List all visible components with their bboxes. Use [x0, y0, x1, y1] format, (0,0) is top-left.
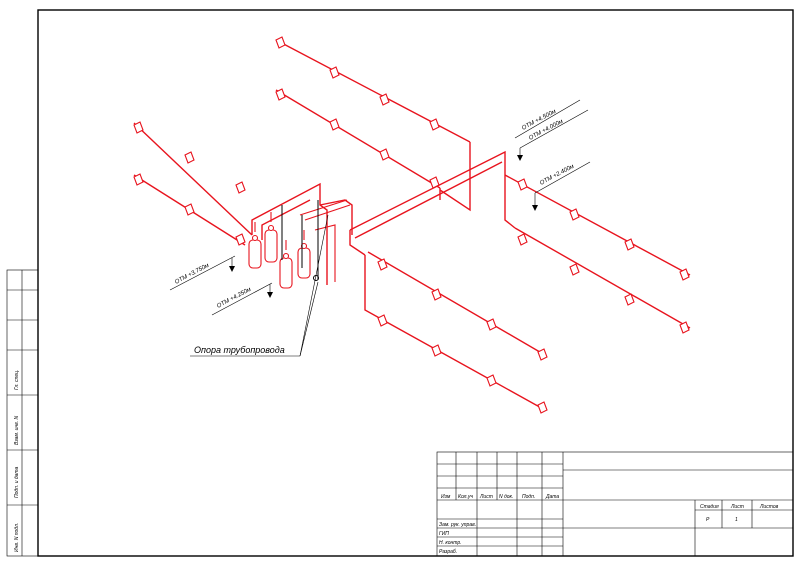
stamp-inv-label: Инв. N подл.	[14, 523, 20, 552]
title-block: Изм Кол.уч Лист N док. Подп. Дата Зам. р…	[436, 451, 794, 557]
hdr-date: Дата	[545, 494, 559, 500]
sheet-header: Лист	[730, 504, 744, 510]
hdr-kolvo: Кол.уч	[458, 494, 473, 500]
hdr-list: Лист	[479, 494, 493, 500]
sheet-frame	[37, 9, 794, 557]
sprinkler-heads	[133, 36, 690, 414]
gas-cylinders	[248, 212, 311, 289]
stage-value: Р	[706, 517, 710, 523]
support-callout: Опора трубопровода	[190, 214, 329, 357]
hdr-sign: Подп.	[522, 494, 535, 500]
elevation-label-4: ОТМ +3.750м	[174, 263, 210, 286]
sheet-value: 1	[735, 517, 738, 523]
side-stamp: Инв. N подл. Подп. и дата Взам. инв. N Г…	[6, 269, 39, 557]
hdr-doc: N док.	[499, 494, 513, 500]
stamp-sign-label: Подп. и дата	[14, 466, 20, 498]
elevation-label-3: ОТМ +2.400м	[539, 164, 575, 187]
stamp-spec-label: Гл. спец.	[14, 370, 20, 390]
elevation-marks: ОТМ +4.500м ОТМ +4.000м ОТМ +2.400м ОТМ …	[169, 99, 591, 316]
stage-header: Стадия	[700, 504, 719, 510]
sheets-header: Листов	[759, 504, 779, 510]
hdr-izm: Изм	[441, 494, 451, 500]
elevation-label-5: ОТМ +4.250м	[216, 287, 252, 310]
support-label: Опора трубопровода	[194, 345, 285, 355]
role-deputy: Зам. рук. управ.	[439, 522, 476, 528]
role-gip: ГИП	[439, 531, 449, 537]
role-control: Н. контр.	[439, 540, 462, 546]
stamp-replace-label: Взам. инв. N	[14, 415, 20, 445]
role-author: Разраб.	[439, 549, 457, 555]
pipe-network	[133, 36, 691, 414]
